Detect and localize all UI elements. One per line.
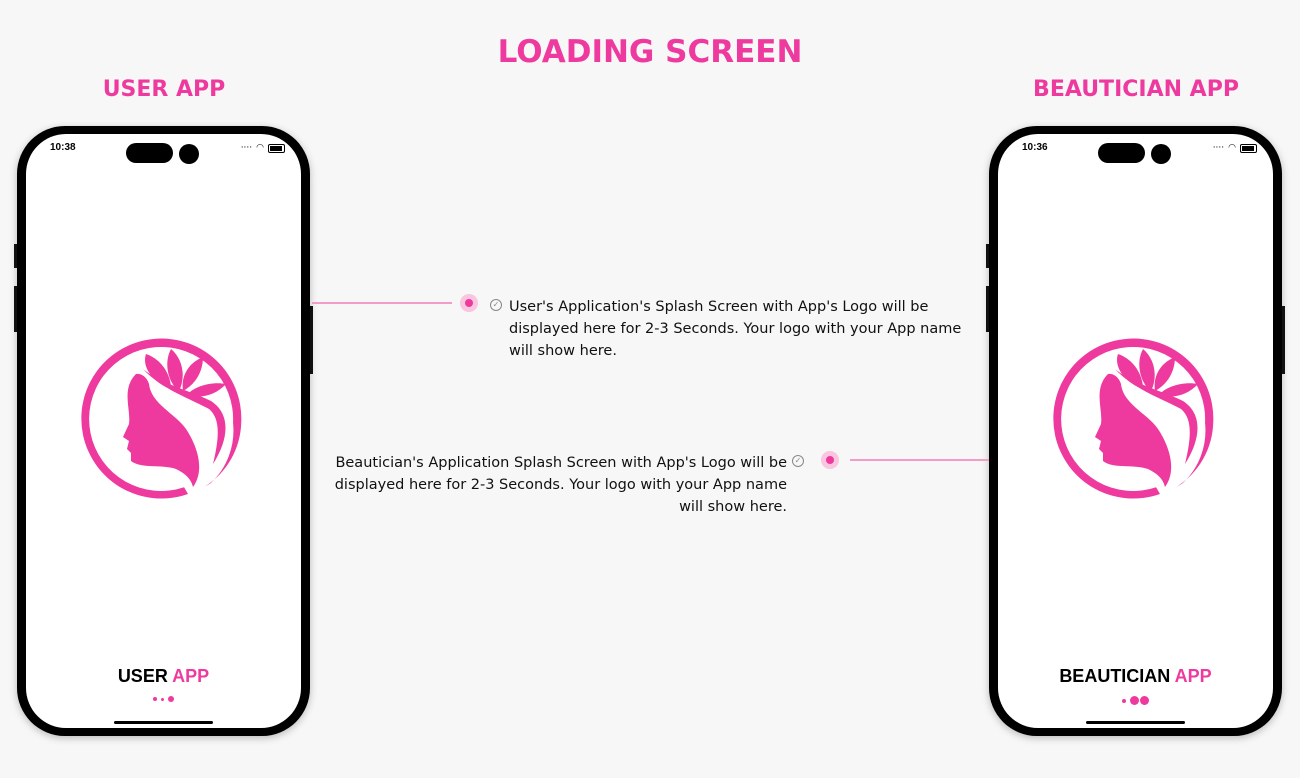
app-name: BEAUTICIAN APP [1059, 666, 1212, 686]
dynamic-island [126, 143, 173, 163]
camera-icon [179, 144, 199, 164]
app-logo-icon [1053, 338, 1214, 499]
app-name: USER APP [117, 666, 210, 686]
home-indicator [114, 721, 213, 724]
marker-dot-icon [460, 294, 478, 312]
beautician-splash-note: Beautician's Application Splash Screen w… [334, 455, 787, 515]
signal-icon: ···· [240, 143, 253, 153]
status-time: 10:36 [1022, 142, 1048, 153]
dynamic-island [1098, 143, 1145, 163]
user-splash-note: User's Application's Splash Screen with … [509, 299, 962, 359]
beautician-phone-mockup: 10:36 ····◠ BEAUTICIAN APP [986, 126, 1285, 736]
check-icon: ✓ [792, 455, 804, 467]
user-phone-mockup: 10:38 ····◠ USER APP [14, 126, 313, 736]
camera-icon [1151, 144, 1171, 164]
user-splash-screen: 10:38 ····◠ USER APP [26, 134, 301, 728]
loading-indicator [998, 696, 1273, 705]
connector-line [850, 459, 989, 461]
home-indicator [1086, 721, 1185, 724]
status-time: 10:38 [50, 142, 76, 153]
page-title: LOADING SCREEN [497, 34, 803, 70]
status-icons: ····◠ [1213, 143, 1257, 153]
battery-icon [1240, 143, 1257, 153]
status-icons: ····◠ [241, 143, 285, 153]
connector-line [312, 302, 452, 304]
app-logo-icon [81, 338, 242, 499]
marker-dot-icon [821, 451, 839, 469]
wifi-icon: ◠ [256, 143, 264, 153]
wifi-icon: ◠ [1228, 143, 1236, 153]
user-app-heading: USER APP [102, 77, 226, 102]
beautician-splash-screen: 10:36 ····◠ BEAUTICIAN APP [998, 134, 1273, 728]
check-icon: ✓ [490, 299, 502, 311]
battery-icon [268, 143, 285, 153]
signal-icon: ···· [1212, 143, 1225, 153]
loading-indicator [26, 696, 301, 702]
beautician-app-heading: BEAUTICIAN APP [1033, 77, 1239, 102]
